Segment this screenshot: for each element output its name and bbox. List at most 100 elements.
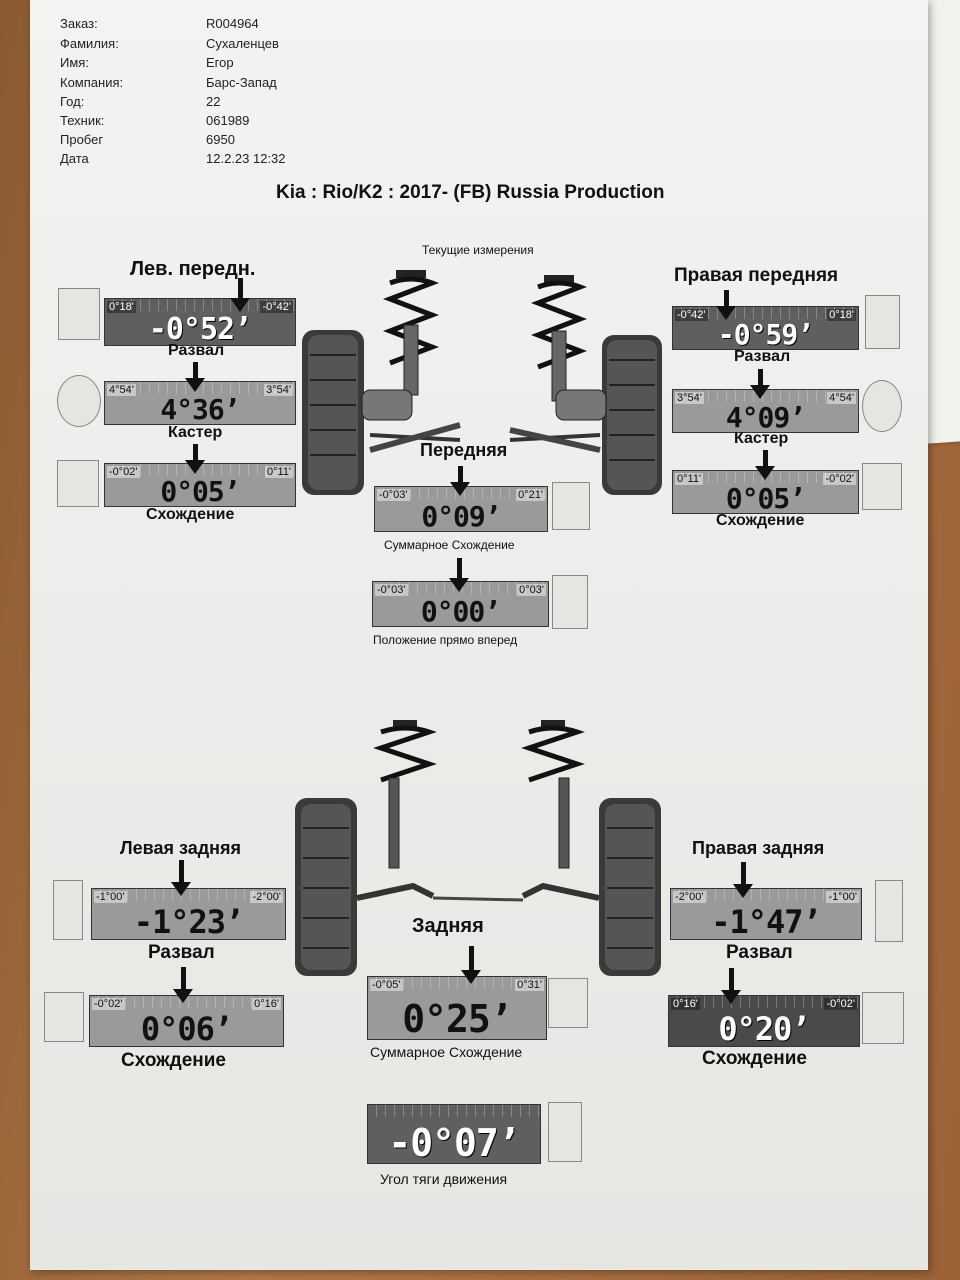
current-measurements-caption: Текущие измерения [422, 243, 534, 257]
minute-mark: ’ [484, 500, 502, 532]
gauge-value: 4°36 [160, 393, 224, 425]
gauge-min: -0°42' [675, 309, 708, 321]
minute-mark: ’ [791, 1010, 810, 1047]
info-value: Сухаленцев [206, 36, 279, 51]
gauge-min: 0°18' [107, 301, 136, 313]
gauge-max: -0°02' [824, 998, 857, 1010]
front-left-toe-label: Схождение [146, 506, 235, 523]
front-left-camber-label: Развал [168, 342, 225, 359]
camber-diagram-icon [875, 880, 903, 942]
minute-mark: ’ [497, 1121, 521, 1164]
toe-diagram-icon [862, 463, 902, 510]
info-value: 22 [206, 94, 221, 109]
toe-diagram-icon [57, 460, 99, 507]
rear-total-toe-gauge: -0°05' 0°31' 0°25’ [367, 976, 547, 1040]
front-right-title: Правая передняя [674, 265, 839, 286]
rear-right-camber-label: Развал [726, 942, 793, 963]
gauge-max: 0°21' [516, 489, 545, 501]
gauge-min: 3°54' [675, 392, 704, 404]
gauge-max: 0°31' [515, 979, 544, 991]
gauge-value: 0°25 [402, 997, 491, 1040]
minute-mark: ’ [789, 482, 806, 514]
info-value: 061989 [206, 113, 250, 128]
gauge-max: -0°42' [260, 301, 293, 313]
minute-mark: ’ [789, 401, 806, 433]
minute-mark: ’ [489, 997, 513, 1040]
thrust-angle-diagram-icon [548, 1102, 582, 1162]
alignment-report-sheet [30, 0, 928, 1270]
gauge-max: 4°54' [827, 392, 856, 404]
gauge-max: 0°03' [517, 584, 546, 596]
gauge-max: 0°11' [264, 466, 293, 478]
gauge-value: 0°20 [718, 1010, 792, 1047]
front-right-toe-gauge: 0°11' -0°02' 0°05’ [672, 470, 859, 514]
caster-diagram-icon [862, 380, 902, 432]
gauge-min: -0°05' [370, 979, 403, 991]
camber-diagram-icon [58, 288, 100, 340]
gauge-value: -1°23 [133, 903, 226, 940]
gauge-value: 0°00 [420, 595, 485, 627]
front-right-camber-gauge: -0°42' 0°18' -0°59’ [672, 306, 859, 350]
total-toe-diagram-icon [552, 482, 590, 530]
vehicle-title: Kia : Rio/K2 : 2017- (FB) Russia Product… [276, 182, 665, 203]
gauge-min: -0°02' [92, 998, 125, 1010]
rear-right-toe-gauge: 0°16' -0°02' 0°20’ [668, 995, 860, 1047]
front-right-toe-label: Схождение [716, 512, 805, 529]
front-left-caster-label: Кастер [168, 424, 223, 441]
toe-diagram-icon [862, 992, 904, 1044]
minute-mark: ’ [225, 903, 244, 940]
gauge-value: 0°05 [160, 475, 224, 507]
rear-left-title: Левая задняя [120, 838, 242, 858]
rear-right-camber-gauge: -2°00' -1°00' -1°47’ [670, 888, 862, 940]
rear-suspension-illustration [295, 720, 661, 976]
info-label: Год: [60, 94, 85, 109]
rear-left-toe-gauge: -0°02' 0°16' 0°06’ [89, 995, 284, 1047]
info-label: Техник: [60, 113, 105, 128]
straight-ahead-label: Положение прямо вперед [373, 633, 518, 647]
rear-left-camber-label: Развал [148, 942, 215, 963]
gauge-max: 0°18' [827, 309, 856, 321]
info-value: R004964 [206, 16, 259, 31]
rear-left-camber-gauge: -1°00' -2°00' -1°23’ [91, 888, 286, 940]
minute-mark: ’ [484, 595, 501, 627]
thrust-angle-label: Угол тяги движения [380, 1171, 508, 1187]
gauge-min: 0°16' [671, 998, 700, 1010]
front-left-title: Лев. передн. [130, 258, 256, 280]
minute-mark: ’ [223, 475, 241, 507]
rear-total-toe-diagram-icon [548, 978, 588, 1028]
front-total-toe-label: Суммарное Схождение [384, 538, 515, 552]
caster-diagram-icon [57, 375, 101, 427]
front-right-camber-label: Развал [734, 348, 791, 365]
gauge-min: -1°00' [94, 891, 127, 903]
minute-mark: ’ [223, 393, 241, 425]
front-suspension-illustration [302, 270, 662, 495]
info-value: Егор [206, 55, 234, 70]
gauge-value: 0°09 [421, 500, 485, 532]
gauge-value: 0°05 [725, 482, 790, 514]
info-label: Пробег [60, 132, 104, 147]
info-value: 12.2.23 12:32 [206, 151, 286, 166]
minute-mark: ’ [213, 1010, 233, 1047]
info-label: Фамилия: [60, 36, 119, 51]
gauge-max: 3°54' [264, 384, 293, 396]
front-center-title: Передняя [420, 440, 508, 460]
toe-diagram-icon [44, 992, 84, 1042]
gauge-max: -0°02' [823, 473, 856, 485]
gauge-min: 0°11' [675, 473, 704, 485]
rear-right-title: Правая задняя [692, 838, 825, 858]
front-left-camber-gauge: 0°18' -0°42' -0°52’ [104, 298, 296, 346]
rear-right-toe-label: Схождение [702, 1048, 807, 1069]
gauge-value: 4°09 [725, 401, 790, 433]
minute-mark: ’ [802, 903, 822, 940]
gauge-max: -2°00' [250, 891, 283, 903]
camber-diagram-icon [865, 295, 900, 349]
gauge-min: -0°03' [375, 584, 408, 596]
rear-left-toe-label: Схождение [121, 1050, 226, 1071]
gauge-max: -1°00' [826, 891, 859, 903]
rear-center-title: Задняя [412, 915, 484, 937]
info-value: Барс-Запад [206, 75, 277, 90]
info-value: 6950 [206, 132, 235, 147]
gauge-value: -0°52 [148, 312, 235, 346]
gauge-min: 4°54' [107, 384, 136, 396]
gauge-value: -0°07 [388, 1121, 498, 1164]
